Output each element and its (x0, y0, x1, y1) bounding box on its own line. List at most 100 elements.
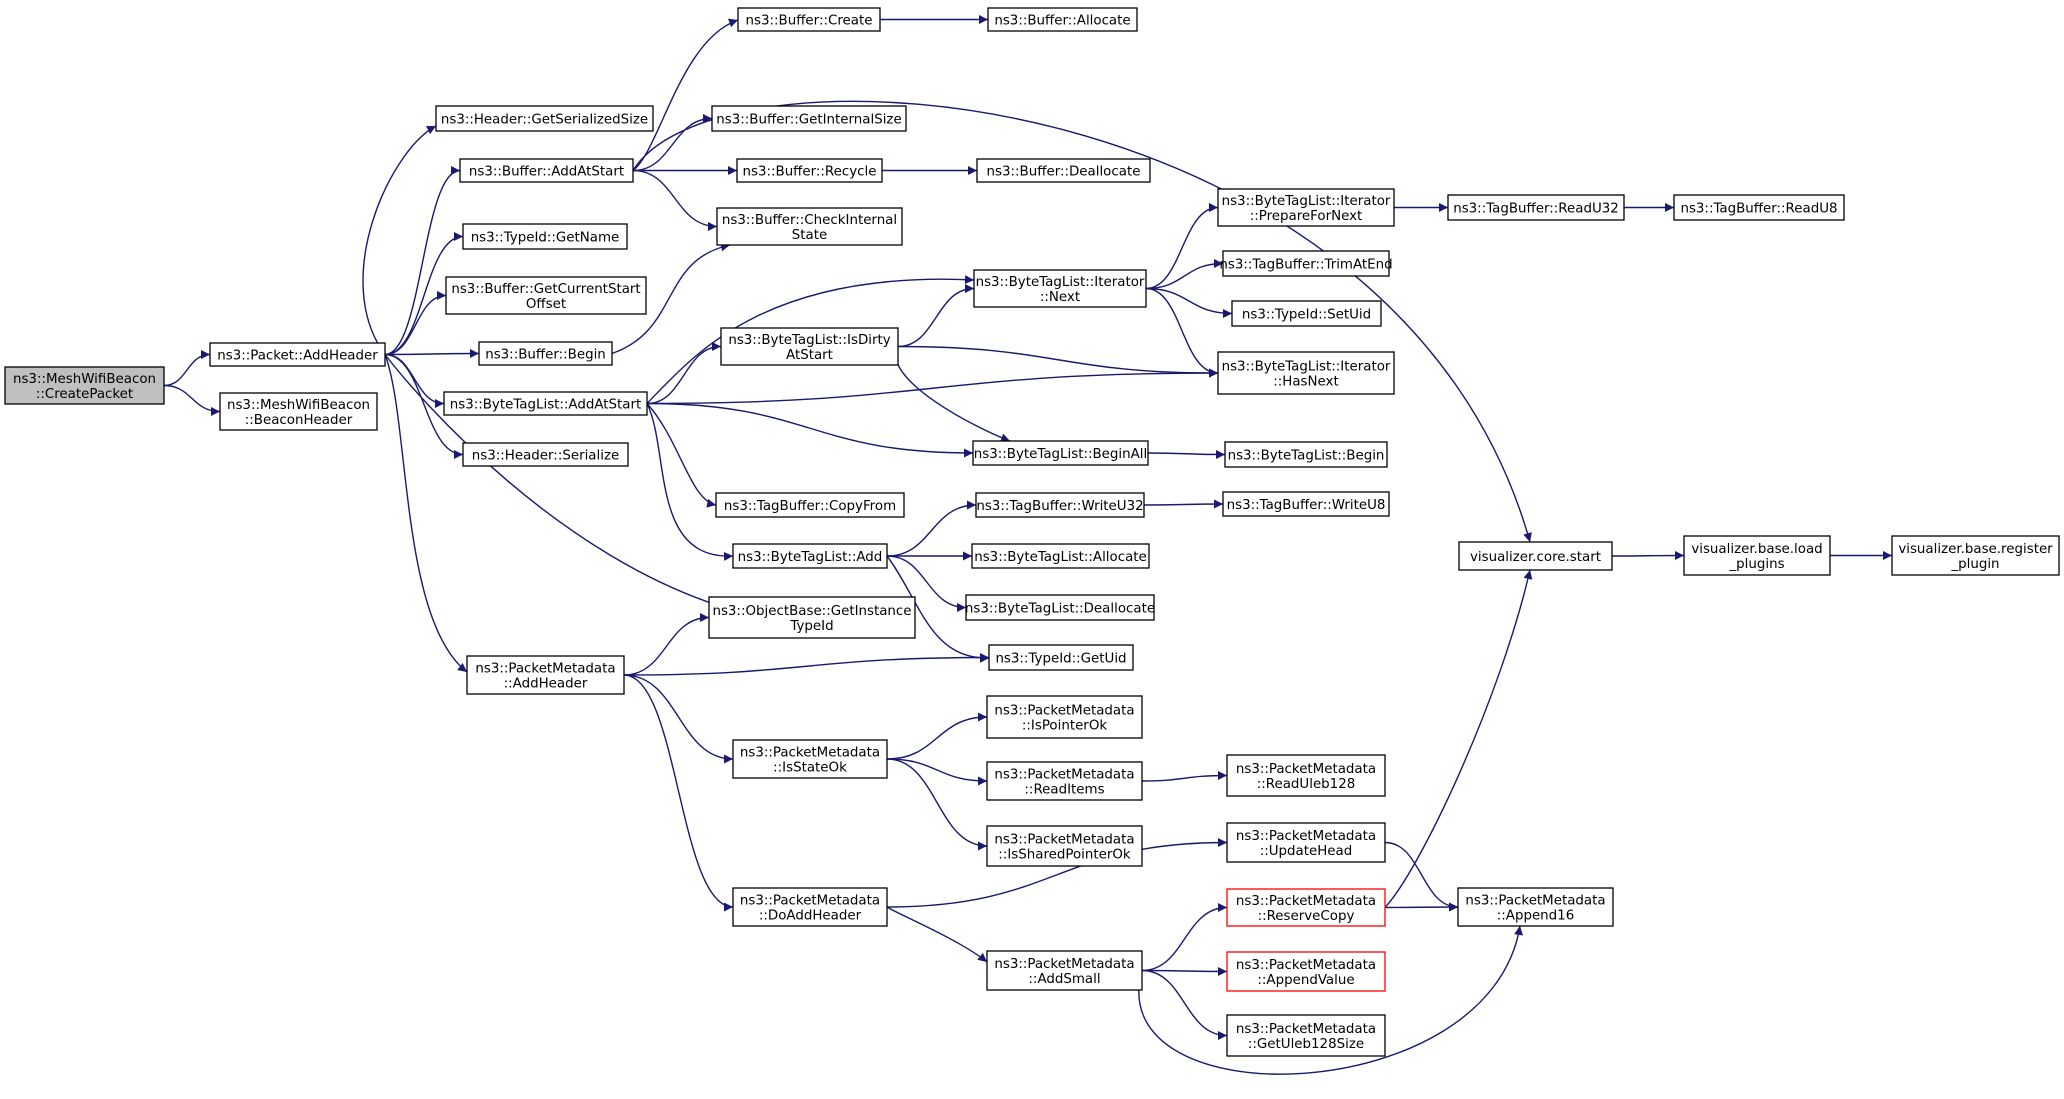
node-label: ::GetUleb128Size (1248, 1037, 1364, 1052)
node-label: ::Next (1040, 290, 1080, 305)
nodes-layer: ns3::MeshWifiBeacon::CreatePacketns3::Pa… (4, 7, 2060, 1057)
node-box (466, 655, 625, 695)
edge-n1-n9 (384, 353, 464, 459)
node-ns3-tagbuffer-trimatend[interactable]: ns3::TagBuffer::TrimAtEnd (1219, 250, 1393, 277)
node-box (986, 695, 1143, 739)
edge-n10-n18 (623, 613, 710, 676)
node-ns3-packet-addheader[interactable]: ns3::Packet::AddHeader (209, 342, 386, 367)
node-ns3-buffer-begin[interactable]: ns3::Buffer::Begin (478, 341, 613, 366)
node-ns3-tagbuffer-writeu32[interactable]: ns3::TagBuffer::WriteU32 (975, 492, 1145, 518)
node-ns3-typeid-getname[interactable]: ns3::TypeId::GetName (462, 223, 628, 250)
node-box (445, 276, 647, 315)
node-ns3-bytetaglist-deallocate[interactable]: ns3::ByteTagList::Deallocate (965, 594, 1155, 621)
node-ns3-typeid-getuid[interactable]: ns3::TypeId::GetUid (988, 644, 1134, 671)
node-ns3-packetmetadata-updatehead[interactable]: ns3::PacketMetadata::UpdateHead (1226, 822, 1386, 863)
node-ns3-meshwifibeacon-beaconheader[interactable]: ns3::MeshWifiBeacon::BeaconHeader (219, 392, 378, 431)
edge-arrow (886, 555, 990, 663)
node-ns3-bytetaglist-add[interactable]: ns3::ByteTagList::Add (732, 543, 888, 569)
node-ns3-buffer-create[interactable]: ns3::Buffer::Create (737, 7, 881, 32)
node-ns3-header-serialize[interactable]: ns3::Header::Serialize (462, 442, 629, 467)
node-ns3-packetmetadata-isstateok[interactable]: ns3::PacketMetadata::IsStateOk (732, 739, 888, 779)
edge-n24-n37 (1147, 449, 1226, 459)
node-label: ns3::Header::GetSerializedSize (441, 113, 648, 128)
node-ns3-tagbuffer-readu32[interactable]: ns3::TagBuffer::ReadU32 (1447, 194, 1625, 221)
node-ns3-buffer-recycle[interactable]: ns3::Buffer::Recycle (736, 158, 883, 183)
node-ns3-tagbuffer-writeu8[interactable]: ns3::TagBuffer::WriteU8 (1222, 491, 1390, 517)
node-label: ::ReadUleb128 (1257, 777, 1356, 792)
edge-arrow (897, 345, 1219, 378)
edge-n32-n43 (1141, 969, 1228, 1040)
node-visualizer-core-start[interactable]: visualizer.core.start (1458, 541, 1613, 571)
edge-n19-n30 (886, 758, 988, 786)
edge-n15-n36 (897, 345, 1219, 378)
node-ns3-packetmetadata-append16[interactable]: ns3::PacketMetadata::Append16 (1457, 887, 1614, 927)
node-ns3-packetmetadata-reservecopy[interactable]: ns3::PacketMetadata::ReserveCopy (1226, 888, 1386, 927)
node-box (736, 158, 883, 183)
node-ns3-bytetaglist-begin[interactable]: ns3::ByteTagList::Begin (1224, 441, 1388, 468)
edge-arrow (632, 18, 739, 172)
node-box (1226, 888, 1386, 927)
edge-arrow (897, 284, 975, 348)
node-ns3-buffer-deallocate[interactable]: ns3::Buffer::Deallocate (976, 158, 1151, 183)
node-box (732, 543, 888, 569)
node-ns3-packetmetadata-addsmall[interactable]: ns3::PacketMetadata::AddSmall (986, 950, 1143, 991)
node-box (462, 223, 628, 250)
edge-arrow (646, 275, 975, 404)
node-ns3-buffer-addatstart[interactable]: ns3::Buffer::AddAtStart (459, 158, 634, 183)
node-ns3-bytetaglist-addatstart[interactable]: ns3::ByteTagList::AddAtStart (443, 391, 648, 416)
node-visualizer-base-load-plugins[interactable]: visualizer.base.load_plugins (1683, 535, 1831, 576)
edge-arrow (1145, 259, 1224, 290)
edge-n1-n5 (384, 232, 464, 356)
node-ns3-buffer-getinternalsize[interactable]: ns3::Buffer::GetInternalSize (711, 105, 907, 132)
node-ns3-bytetaglist-iterator-hasnext[interactable]: ns3::ByteTagList::Iterator::HasNext (1217, 351, 1395, 395)
node-ns3-packetmetadata-doaddheader[interactable]: ns3::PacketMetadata::DoAddHeader (732, 887, 888, 927)
node-ns3-packetmetadata-ispointerok[interactable]: ns3::PacketMetadata::IsPointerOk (986, 695, 1143, 739)
node-label: ns3::Buffer::GetInternalSize (716, 113, 901, 128)
edge-arrow (886, 758, 988, 786)
node-label: ns3::PacketMetadata (1236, 762, 1376, 777)
node-label: ns3::ByteTagList::BeginAll (974, 447, 1147, 462)
node-label: ns3::Buffer::Recycle (743, 165, 877, 180)
edge-n4-n14 (632, 169, 718, 231)
edge-n0-n1 (163, 350, 211, 387)
node-label: ns3::TypeId::GetUid (995, 652, 1126, 667)
node-ns3-typeid-setuid[interactable]: ns3::TypeId::SetUid (1231, 300, 1382, 327)
node-ns3-packetmetadata-getuleb128size[interactable]: ns3::PacketMetadata::GetUleb128Size (1226, 1014, 1386, 1057)
node-box (459, 158, 634, 183)
node-box (987, 7, 1138, 32)
node-ns3-bytetaglist-beginall[interactable]: ns3::ByteTagList::BeginAll (972, 440, 1149, 466)
edge-n17-n28 (886, 555, 990, 663)
node-ns3-header-getserializedsize[interactable]: ns3::Header::GetSerializedSize (435, 105, 654, 132)
node-ns3-tagbuffer-copyfrom[interactable]: ns3::TagBuffer::CopyFrom (715, 492, 905, 518)
node-box (975, 492, 1145, 518)
node-ns3-bytetaglist-iterator-preparefornext[interactable]: ns3::ByteTagList::Iterator::PrepareForNe… (1217, 188, 1395, 227)
node-ns3-packetmetadata-issharedpointerok[interactable]: ns3::PacketMetadata::IsSharedPointerOk (986, 825, 1143, 867)
edge-n41-n46 (1384, 902, 1459, 912)
node-label: ns3::PacketMetadata (1236, 1022, 1376, 1037)
edge-arrow (886, 500, 977, 557)
node-ns3-packetmetadata-readitems[interactable]: ns3::PacketMetadata::ReadItems (986, 761, 1143, 801)
node-visualizer-base-register-plugin[interactable]: visualizer.base.register_plugin (1891, 535, 2060, 576)
node-ns3-bytetaglist-iterator-next[interactable]: ns3::ByteTagList::Iterator::Next (973, 269, 1147, 308)
node-ns3-buffer-allocate[interactable]: ns3::Buffer::Allocate (987, 7, 1138, 32)
edge-n19-n29 (886, 712, 988, 760)
node-ns3-tagbuffer-readu8[interactable]: ns3::TagBuffer::ReadU8 (1673, 194, 1845, 221)
edge-arrow (384, 232, 464, 356)
node-label: ns3::Buffer::Create (746, 14, 873, 29)
edge-arrow (886, 758, 988, 851)
node-ns3-meshwifibeacon-createpacket[interactable]: ns3::MeshWifiBeacon::CreatePacket (4, 366, 165, 405)
edge-arrow (1611, 551, 1685, 561)
node-box (462, 442, 629, 467)
node-ns3-packetmetadata-appendvalue[interactable]: ns3::PacketMetadata::AppendValue (1226, 951, 1386, 992)
node-ns3-packetmetadata-readuleb128[interactable]: ns3::PacketMetadata::ReadUleb128 (1226, 754, 1386, 797)
node-ns3-bytetaglist-allocate[interactable]: ns3::ByteTagList::Allocate (971, 543, 1150, 569)
node-label: ns3::Buffer::CheckInternal (722, 213, 897, 228)
node-ns3-packetmetadata-addheader[interactable]: ns3::PacketMetadata::AddHeader (466, 655, 625, 695)
node-box (708, 596, 916, 639)
node-label: ns3::PacketMetadata (1236, 829, 1376, 844)
edge-n4-n11 (632, 18, 739, 172)
